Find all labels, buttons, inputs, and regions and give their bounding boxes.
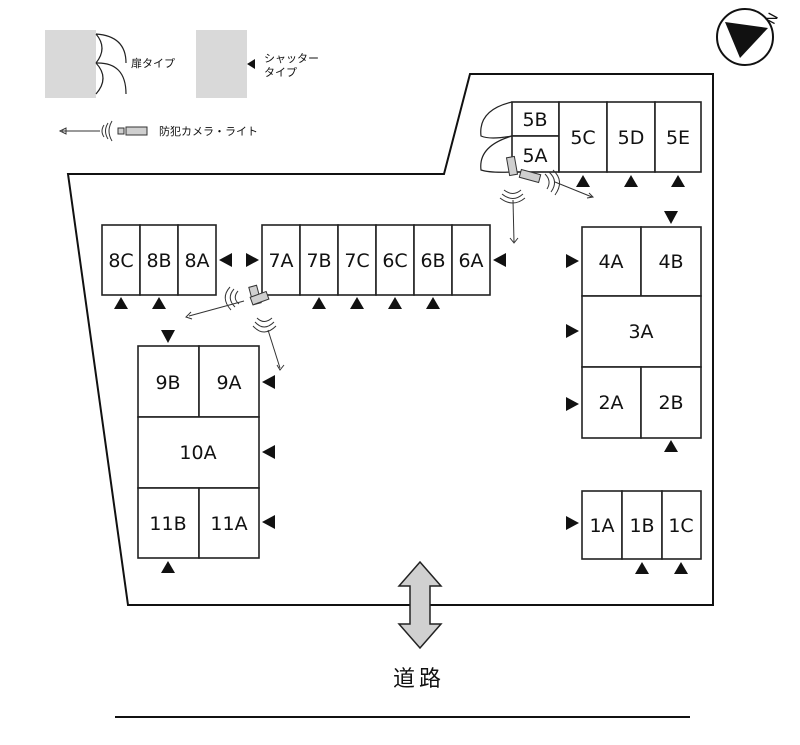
unit-2B: 2B [658, 392, 683, 414]
unit-11A: 11A [210, 513, 247, 535]
road-label: 道路 [393, 667, 445, 692]
shutter-type-label-1: シャッター [264, 52, 319, 65]
unit-10A: 10A [179, 442, 216, 464]
road-access-arrow [397, 560, 443, 650]
unit-7B: 7B [306, 250, 331, 272]
unit-9B: 9B [155, 372, 180, 394]
door-swing-icon [95, 33, 127, 95]
unit-5B: 5B [522, 109, 547, 131]
unit-1B: 1B [629, 515, 654, 537]
unit-6A: 6A [458, 250, 483, 272]
north-compass: N [716, 8, 782, 66]
unit-5C: 5C [570, 127, 595, 149]
unit-9A: 9A [216, 372, 241, 394]
unit-4A: 4A [598, 251, 623, 273]
camera-light-icon [58, 120, 148, 142]
door-type-label: 扉タイプ [131, 57, 175, 70]
unit-labels: 8C 8B 8A 7A 7B 7C 6C 6B 6A 5B 5A 5C 5D 5… [108, 109, 693, 537]
unit-11B: 11B [149, 513, 186, 535]
unit-1C: 1C [668, 515, 693, 537]
unit-1A: 1A [589, 515, 614, 537]
lot-boundary [66, 73, 714, 606]
storage-units [101, 101, 702, 560]
door-type-swatch [45, 30, 96, 98]
unit-5A: 5A [522, 145, 547, 167]
entrance-markers [114, 175, 688, 574]
unit-6B: 6B [420, 250, 445, 272]
unit-7C: 7C [344, 250, 369, 272]
security-camera-north [499, 155, 595, 244]
security-camera-west [185, 284, 285, 371]
unit-3A: 3A [628, 321, 653, 343]
unit-6C: 6C [382, 250, 407, 272]
unit-8C: 8C [108, 250, 133, 272]
unit-4B: 4B [658, 251, 683, 273]
unit-5E: 5E [666, 127, 690, 149]
north-arrow-icon [725, 22, 768, 58]
shutter-type-label-2: タイプ [264, 66, 297, 79]
unit-8A: 8A [184, 250, 209, 272]
unit-2A: 2A [598, 392, 623, 414]
unit-8B: 8B [146, 250, 171, 272]
door-swing-5ab [480, 101, 513, 173]
unit-7A: 7A [268, 250, 293, 272]
entrance-arrow-icon [247, 59, 255, 69]
legend: 扉タイプ シャッター タイプ 防犯カメラ・ライト [45, 30, 319, 142]
unit-5D: 5D [618, 127, 645, 149]
camera-light-label: 防犯カメラ・ライト [159, 124, 258, 138]
shutter-type-swatch [196, 30, 247, 98]
